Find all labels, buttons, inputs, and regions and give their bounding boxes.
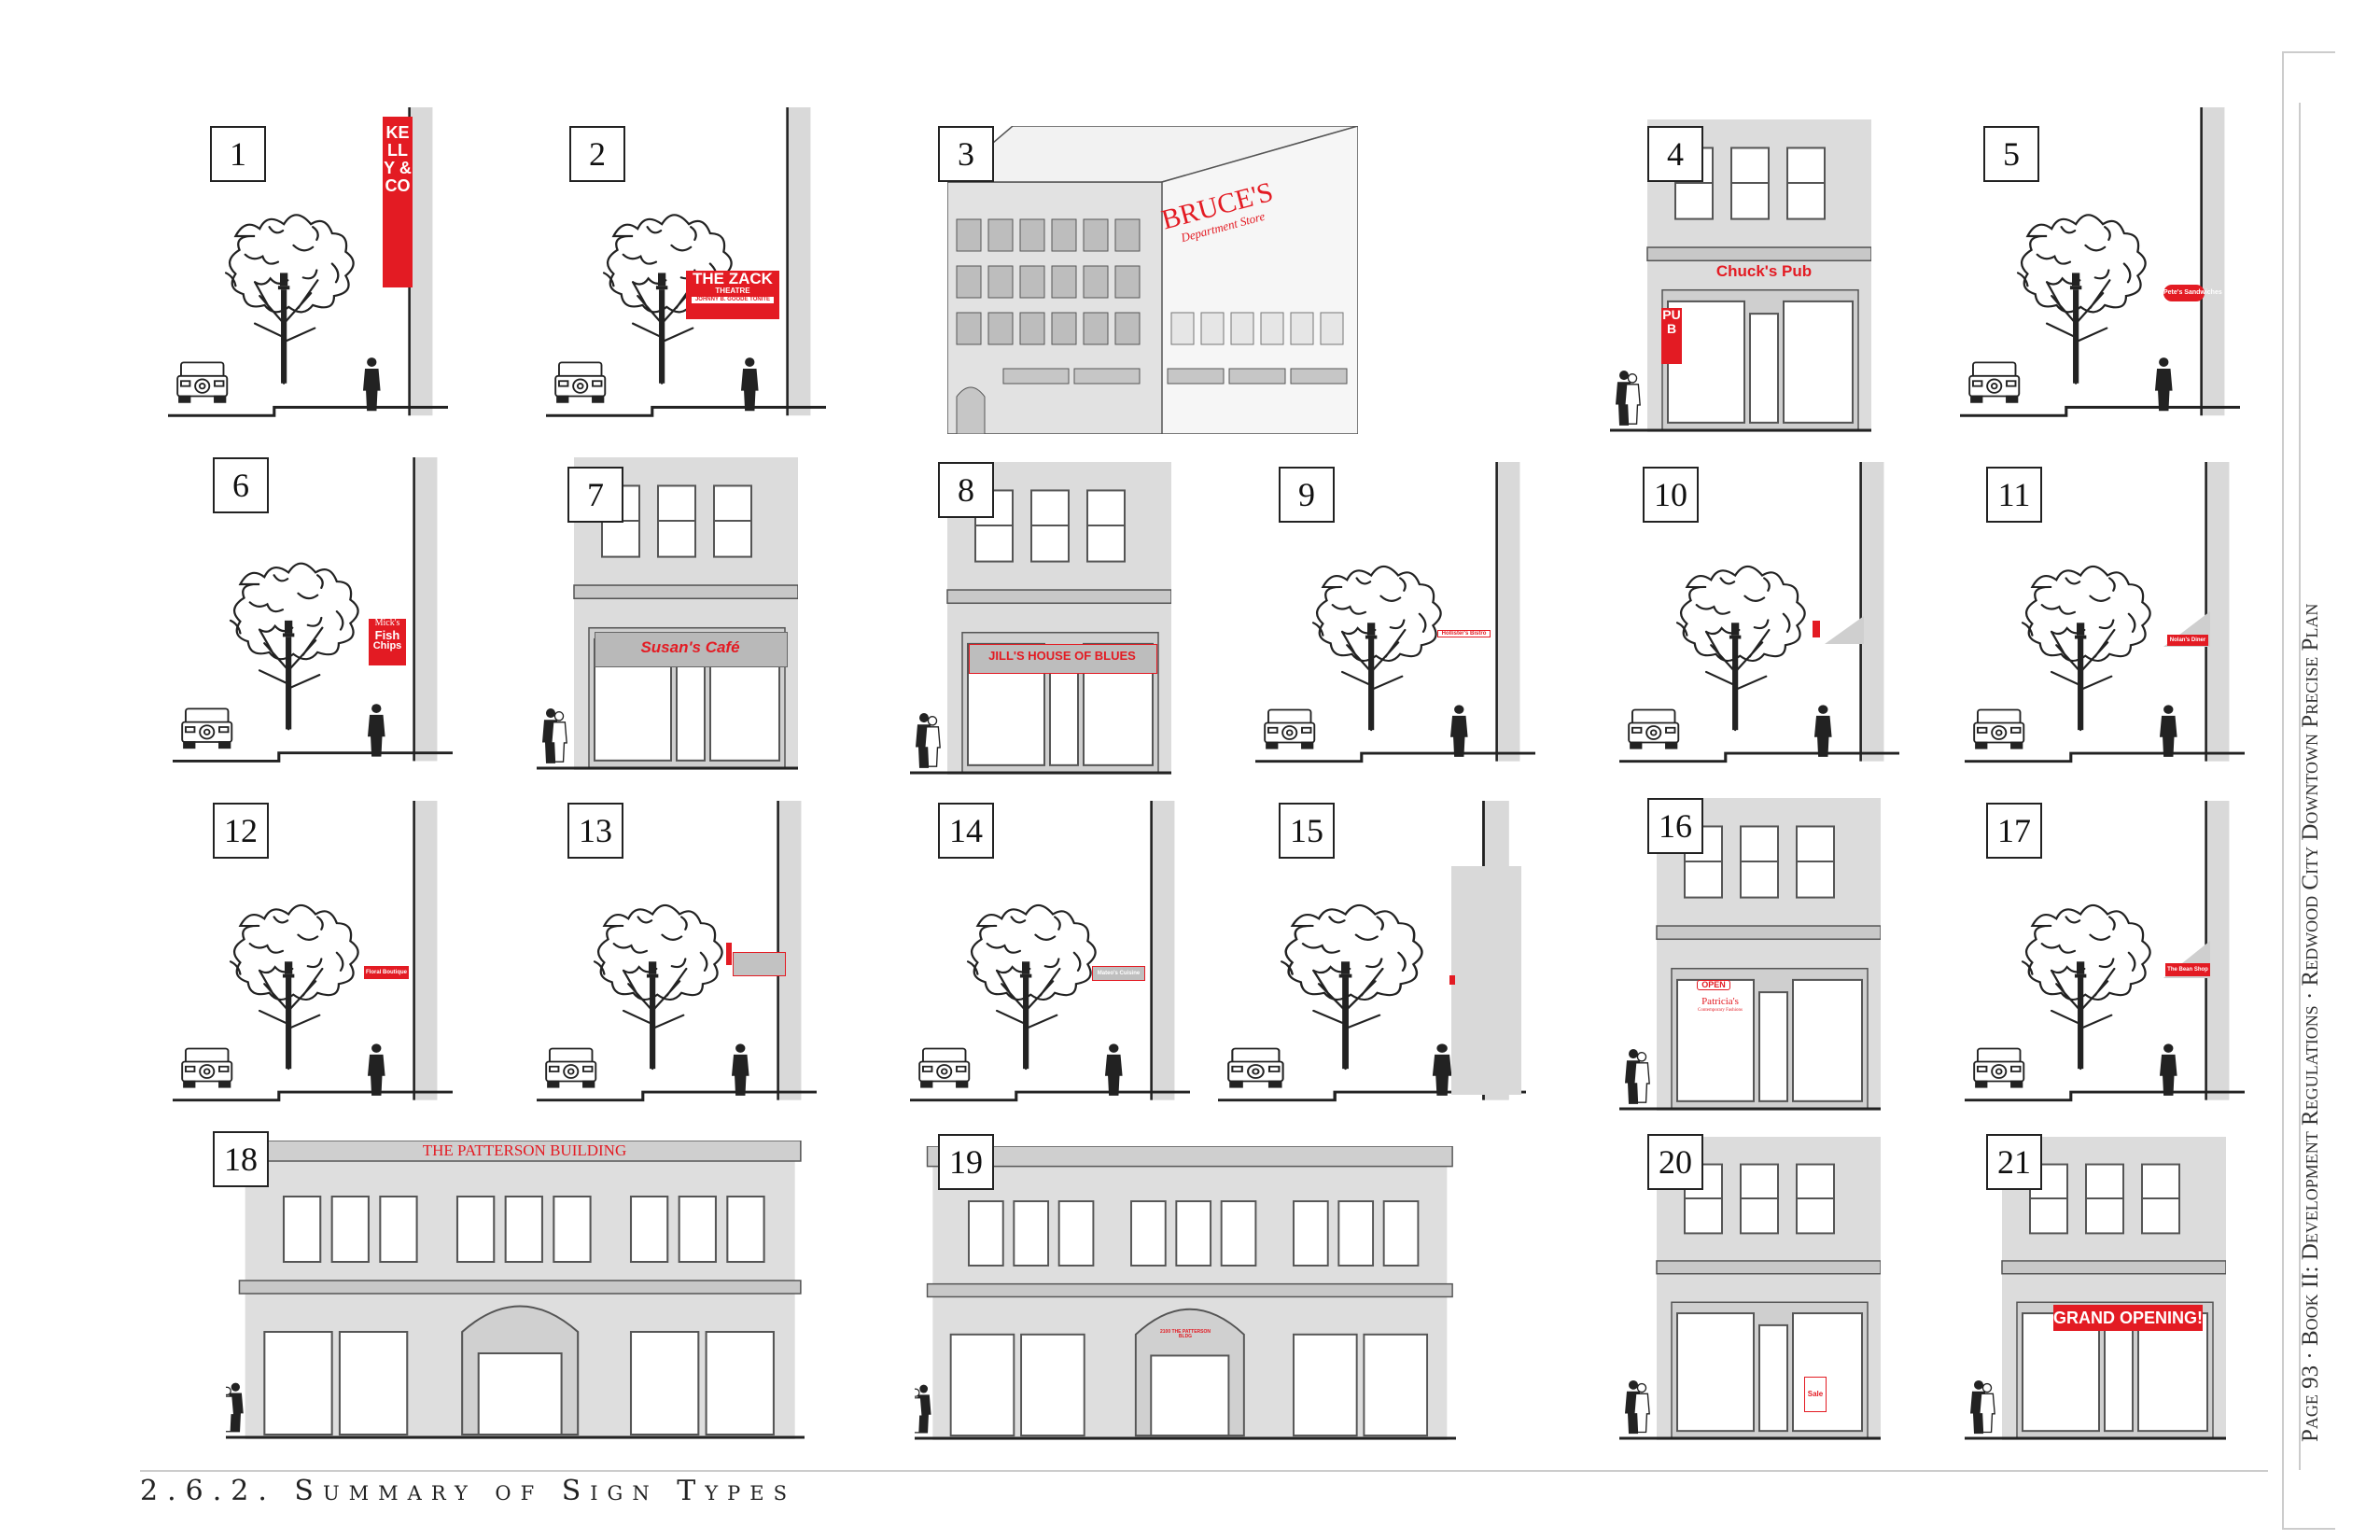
panel-6-sign-line1: Mick's [374, 618, 400, 628]
panel-16-window-sign-line2: Contemporary Fashions [1698, 1007, 1743, 1013]
panel-number-7: 7 [567, 467, 623, 523]
panel-2-sign-line3: JOHNNY B. GOODE TONITE [692, 297, 774, 303]
panel-13-sign [726, 943, 732, 965]
panel-18-illustration [226, 1141, 805, 1439]
panel-number-16: 16 [1647, 798, 1703, 854]
panel-2-sign: THE ZACK THEATRE JOHNNY B. GOODE TONITE [686, 271, 779, 319]
panel-4-sign: Chuck's Pub [1715, 262, 1813, 280]
panel-8-awning [969, 644, 1157, 674]
bottom-rule [140, 1470, 2268, 1472]
page-title: 2.6.2. Summary of Sign Types [140, 1475, 796, 1507]
panel-3 [947, 126, 1358, 434]
panel-18 [226, 1141, 805, 1439]
panel-6-sign-line3: Chips [372, 640, 402, 652]
panel-15-sign [1449, 975, 1455, 985]
panel-9-sign: Hollister's Bistro [1437, 630, 1491, 638]
panel-10-sign [1813, 621, 1820, 637]
panel-1-sign: KELLY & CO [383, 117, 413, 287]
panel-number-17: 17 [1986, 803, 2042, 859]
panel-16-window-sign-line1: Patricia's [1701, 996, 1739, 1007]
panel-number-13: 13 [567, 803, 623, 859]
panel-20-sign: Sale [1804, 1377, 1827, 1412]
panel-2-sign-line1: THE ZACK [693, 270, 773, 287]
panel-number-18: 18 [213, 1131, 269, 1187]
panel-number-4: 4 [1647, 126, 1703, 182]
panel-8-sign: JILL'S HOUSE OF BLUES [988, 649, 1136, 663]
panel-number-21: 21 [1986, 1134, 2042, 1190]
panel-15-building [1451, 866, 1521, 1095]
panel-number-8: 8 [938, 462, 994, 518]
panel-number-10: 10 [1643, 467, 1699, 523]
panel-2-sign-line2: THEATRE [715, 286, 750, 295]
panel-14-sign: Mateo's Cuisine [1092, 966, 1145, 981]
panel-number-19: 19 [938, 1134, 994, 1190]
side-frame-inner [2299, 103, 2334, 1470]
panel-number-11: 11 [1986, 467, 2042, 523]
panel-7-sign: Susan's Café [640, 638, 740, 656]
panel-19-sign: 2100 THE PATTERSON BLDG [1160, 1329, 1211, 1340]
panel-number-15: 15 [1279, 803, 1335, 859]
panel-number-9: 9 [1279, 467, 1335, 523]
panel-4-blade-sign: PUB [1661, 308, 1682, 364]
panel-number-6: 6 [213, 457, 269, 513]
side-caption: Page 93 · Book II: Development Regulatio… [2298, 603, 2323, 1442]
panel-16-open-sign: OPEN [1697, 980, 1730, 991]
side-frame [2282, 51, 2335, 1530]
panel-7-awning [595, 632, 788, 667]
panel-number-3: 3 [938, 126, 994, 182]
panel-number-14: 14 [938, 803, 994, 859]
panel-11-sign: Nolan's Diner [2167, 635, 2208, 646]
panel-number-20: 20 [1647, 1134, 1703, 1190]
panel-6-sign-line2: Fish [374, 627, 400, 642]
panel-18-sign: THE PATTERSON BUILDING [422, 1141, 627, 1159]
panel-21-sign: GRAND OPENING! [2053, 1305, 2203, 1331]
panel-16-window-sign: Patricia's Contemporary Fashions [1687, 996, 1753, 1013]
panel-3-illustration [947, 126, 1358, 434]
panel-number-12: 12 [213, 803, 269, 859]
panel-19 [915, 1146, 1456, 1440]
panel-12-sign: Floral Boutique [364, 966, 409, 979]
panel-number-1: 1 [210, 126, 266, 182]
panel-5-sign: Pete's Sandwiches [2163, 285, 2222, 301]
panel-19-illustration [915, 1146, 1456, 1440]
panel-17-sign: The Bean Shop [2165, 963, 2210, 976]
panel-13-awning [733, 952, 786, 976]
panel-number-2: 2 [569, 126, 625, 182]
panel-number-5: 5 [1983, 126, 2039, 182]
panel-6-sign: Mick's Fish Chips [369, 618, 406, 665]
